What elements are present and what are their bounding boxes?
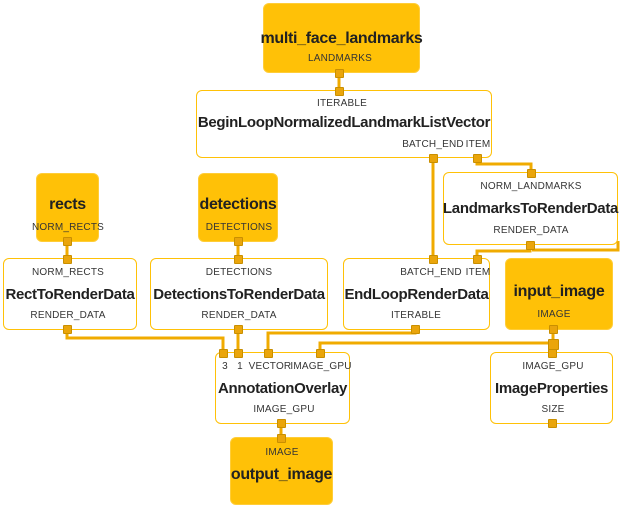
port-output-image-in[interactable] — [276, 433, 286, 443]
node-title: output_image — [230, 466, 333, 483]
port-overlay-1-in[interactable] — [233, 348, 243, 358]
node-title: RectToRenderData — [5, 286, 135, 303]
port-label-iterable: ITERABLE — [391, 310, 441, 321]
port-label-1: 1 — [237, 361, 243, 372]
port-label-batch-end: BATCH_END — [400, 267, 462, 278]
port-image-properties-size-out[interactable] — [547, 418, 557, 428]
port-detections-out[interactable] — [233, 236, 243, 246]
port-det2render-out[interactable] — [233, 324, 243, 334]
node-title: rects — [49, 196, 86, 213]
node-title: input_image — [513, 283, 605, 300]
node-image-properties[interactable]: IMAGE_GPU ImageProperties SIZE — [490, 352, 613, 424]
port-landmarks-render-data-out[interactable] — [525, 240, 535, 250]
port-begin-loop-item-out[interactable] — [472, 153, 482, 163]
node-detections[interactable]: detections DETECTIONS — [198, 173, 278, 242]
node-input-image[interactable]: input_image IMAGE — [505, 258, 613, 330]
port-label-image-gpu-out: IMAGE_GPU — [253, 404, 315, 415]
port-begin-loop-batch-end-out[interactable] — [428, 153, 438, 163]
port-label-render-data: RENDER_DATA — [30, 310, 106, 321]
port-input-image-out[interactable] — [548, 324, 558, 334]
port-label-render-data: RENDER_DATA — [493, 225, 569, 236]
node-title: detections — [199, 196, 277, 213]
edge-iterable-to-vector — [266, 328, 417, 354]
port-overlay-image-gpu-in[interactable] — [315, 348, 325, 358]
node-title: DetectionsToRenderData — [153, 286, 325, 303]
port-rect2render-in[interactable] — [62, 254, 72, 264]
port-label-image: IMAGE — [537, 309, 571, 320]
node-annotation-overlay[interactable]: 3 1 VECTOR IMAGE_GPU AnnotationOverlay I… — [215, 352, 352, 424]
port-label-iterable: ITERABLE — [317, 98, 367, 109]
port-label-norm-landmarks: NORM_LANDMARKS — [480, 181, 582, 192]
port-end-loop-iterable-out[interactable] — [410, 324, 420, 334]
port-label-image: IMAGE — [265, 447, 299, 458]
port-rect2render-out[interactable] — [62, 324, 72, 334]
port-label-item: ITEM — [465, 267, 491, 278]
edge-renderdata-right-stub — [532, 241, 620, 252]
edge-rect2render-to-overlay3 — [65, 328, 225, 354]
node-detections-to-render-data[interactable]: DETECTIONS DetectionsToRenderData RENDER… — [150, 258, 328, 330]
node-title: LandmarksToRenderData — [442, 200, 619, 217]
port-begin-loop-iterable-in[interactable] — [334, 86, 344, 96]
port-label-detections: DETECTIONS — [205, 222, 273, 233]
port-end-loop-batch-end-in[interactable] — [428, 254, 438, 264]
port-multi-face-landmarks-out[interactable] — [334, 68, 344, 78]
port-end-loop-item-in[interactable] — [472, 254, 482, 264]
port-det2render-in[interactable] — [233, 254, 243, 264]
node-title: ImageProperties — [494, 380, 609, 397]
port-label-norm-rects: NORM_RECTS — [31, 267, 105, 278]
port-overlay-3-in[interactable] — [218, 348, 228, 358]
node-begin-loop-normalized-landmark-list-vector[interactable]: ITERABLE BeginLoopNormalizedLandmarkList… — [196, 90, 492, 158]
node-multi-face-landmarks[interactable]: multi_face_landmarks LANDMARKS — [260, 3, 423, 73]
port-label-detections: DETECTIONS — [205, 267, 273, 278]
node-landmarks-to-render-data[interactable]: NORM_LANDMARKS LandmarksToRenderData REN… — [443, 172, 618, 245]
node-end-loop-render-data[interactable]: BATCH_END ITEM EndLoopRenderData ITERABL… — [343, 258, 490, 330]
port-label-item: ITEM — [465, 139, 491, 150]
node-title: multi_face_landmarks — [260, 30, 423, 47]
port-label-norm-rects: NORM_RECTS — [31, 222, 105, 233]
node-output-image[interactable]: IMAGE output_image — [230, 437, 333, 505]
port-label-image-gpu: IMAGE_GPU — [522, 361, 584, 372]
port-rects-out[interactable] — [62, 236, 72, 246]
port-label-vector: VECTOR — [248, 361, 292, 372]
node-title: AnnotationOverlay — [217, 380, 348, 397]
port-label-landmarks: LANDMARKS — [307, 53, 373, 64]
node-rects[interactable]: rects NORM_RECTS — [32, 173, 104, 242]
port-label-render-data: RENDER_DATA — [201, 310, 277, 321]
port-label-3: 3 — [222, 361, 228, 372]
port-label-batch-end: BATCH_END — [402, 139, 464, 150]
port-label-size: SIZE — [541, 404, 565, 415]
node-title: BeginLoopNormalizedLandmarkListVector — [197, 114, 491, 131]
port-label-image-gpu-in: IMAGE_GPU — [290, 361, 352, 372]
node-rect-to-render-data[interactable]: NORM_RECTS RectToRenderData RENDER_DATA — [3, 258, 137, 330]
port-image-properties-in[interactable] — [547, 348, 557, 358]
port-overlay-vector-in[interactable] — [263, 348, 273, 358]
port-overlay-image-gpu-out[interactable] — [276, 418, 286, 428]
port-landmarks-norm-landmarks-in[interactable] — [526, 168, 536, 178]
node-title: EndLoopRenderData — [344, 286, 489, 303]
port-input-image-junction — [547, 338, 559, 350]
